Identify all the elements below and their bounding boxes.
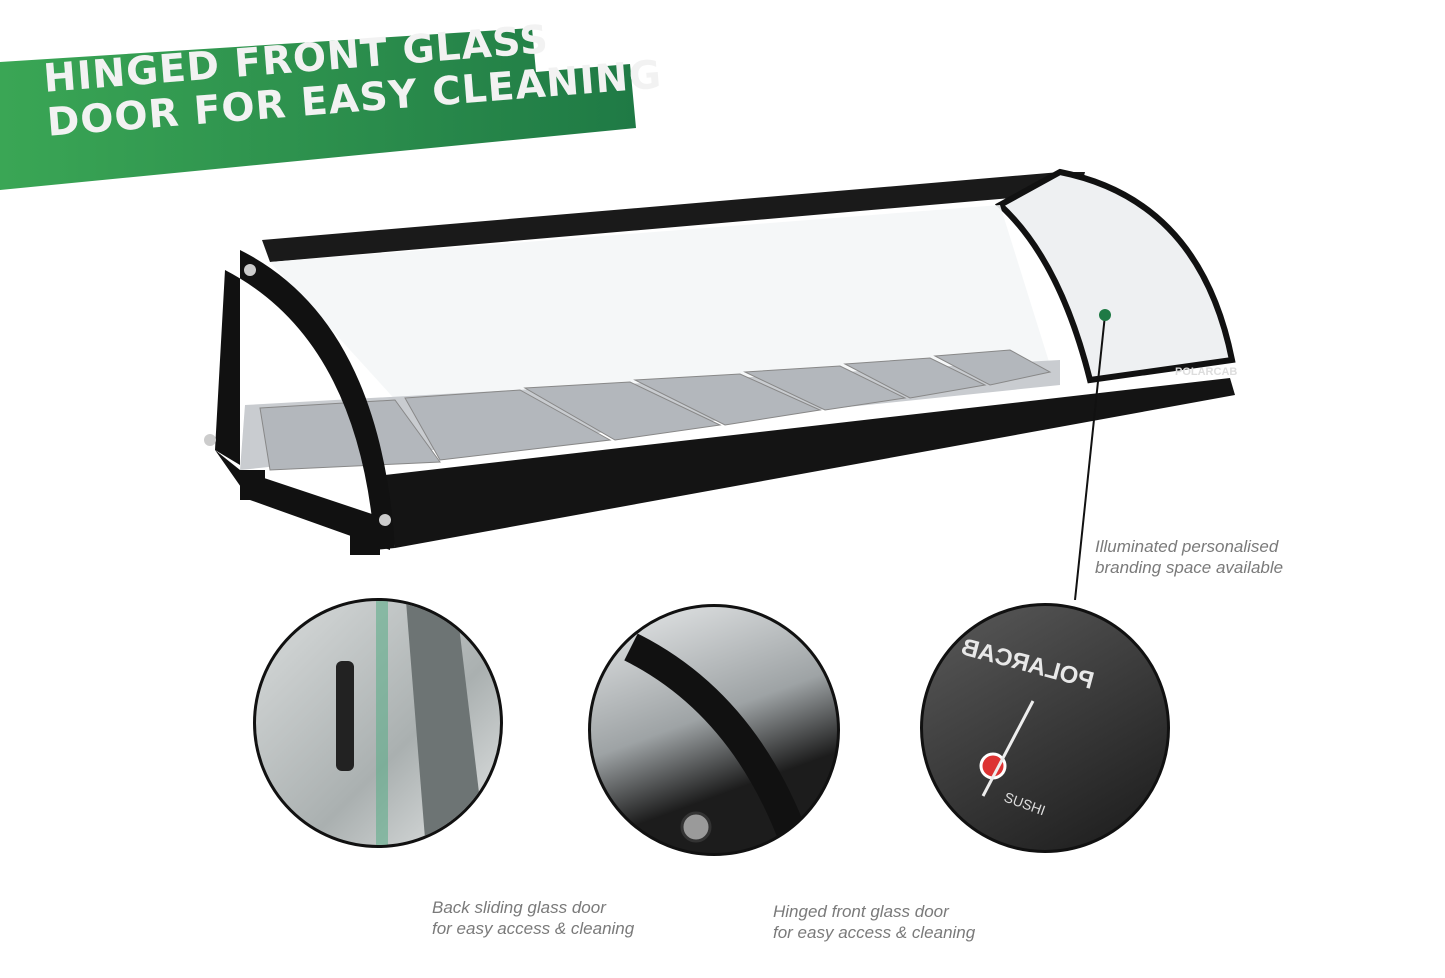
sushi-display-case: POLARCAB [204,168,1237,600]
caption-line: branding space available [1095,558,1284,577]
caption-line: for easy access & cleaning [773,923,976,942]
callout-line [1074,314,1106,600]
caption-line: Hinged front glass door [773,902,949,921]
caption-line: Back sliding glass door [432,898,606,917]
caption-line: Illuminated personalised [1095,537,1279,556]
panel-logo: POLARCAB [958,633,1096,694]
detail-back-sliding-door [253,598,503,848]
gastronorm-pans [259,349,1052,471]
callout-dot [1099,309,1111,321]
brand-logo: POLARCAB [1175,366,1237,378]
detail-hinged-front-door [588,604,840,856]
caption-back-door: Back sliding glass door for easy access … [432,897,634,939]
caption-front-door: Hinged front glass door for easy access … [773,901,975,943]
panel-sub-logo: SUSHI [1002,789,1048,819]
detail-branding-panel: POLARCAB SUSHI [920,603,1170,853]
caption-line: for easy access & cleaning [432,919,635,938]
caption-branding: Illuminated personalised branding space … [1095,536,1283,578]
